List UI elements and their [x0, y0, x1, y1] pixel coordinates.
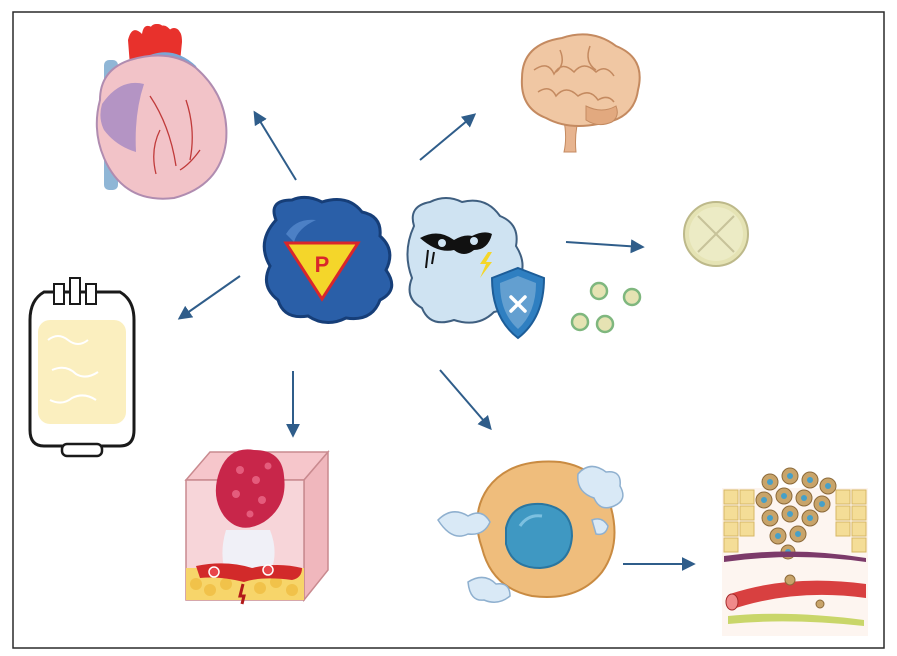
arrow-to-brain	[419, 113, 477, 161]
tumor-metastasis-icon	[722, 467, 868, 636]
hero-cape-badge-icon	[283, 241, 361, 302]
arrow-to-platelet	[439, 369, 492, 431]
microparticles-icon	[570, 281, 642, 334]
arrow-to-pill	[565, 239, 645, 254]
blood-bag-icon	[28, 277, 136, 458]
heart-icon	[95, 24, 228, 200]
arrows	[177, 110, 696, 571]
wound-skin-section-icon	[184, 449, 330, 605]
platelet-cell-icon	[437, 460, 624, 603]
brain-icon	[520, 33, 641, 153]
pill-tablet-icon	[683, 201, 749, 267]
hero-blob: P	[262, 195, 394, 324]
arrow-to-heart	[253, 110, 297, 181]
hero-badge-letter: P	[315, 252, 330, 277]
arrow-to-blood-bag	[177, 275, 241, 320]
villain-blob	[406, 197, 546, 340]
